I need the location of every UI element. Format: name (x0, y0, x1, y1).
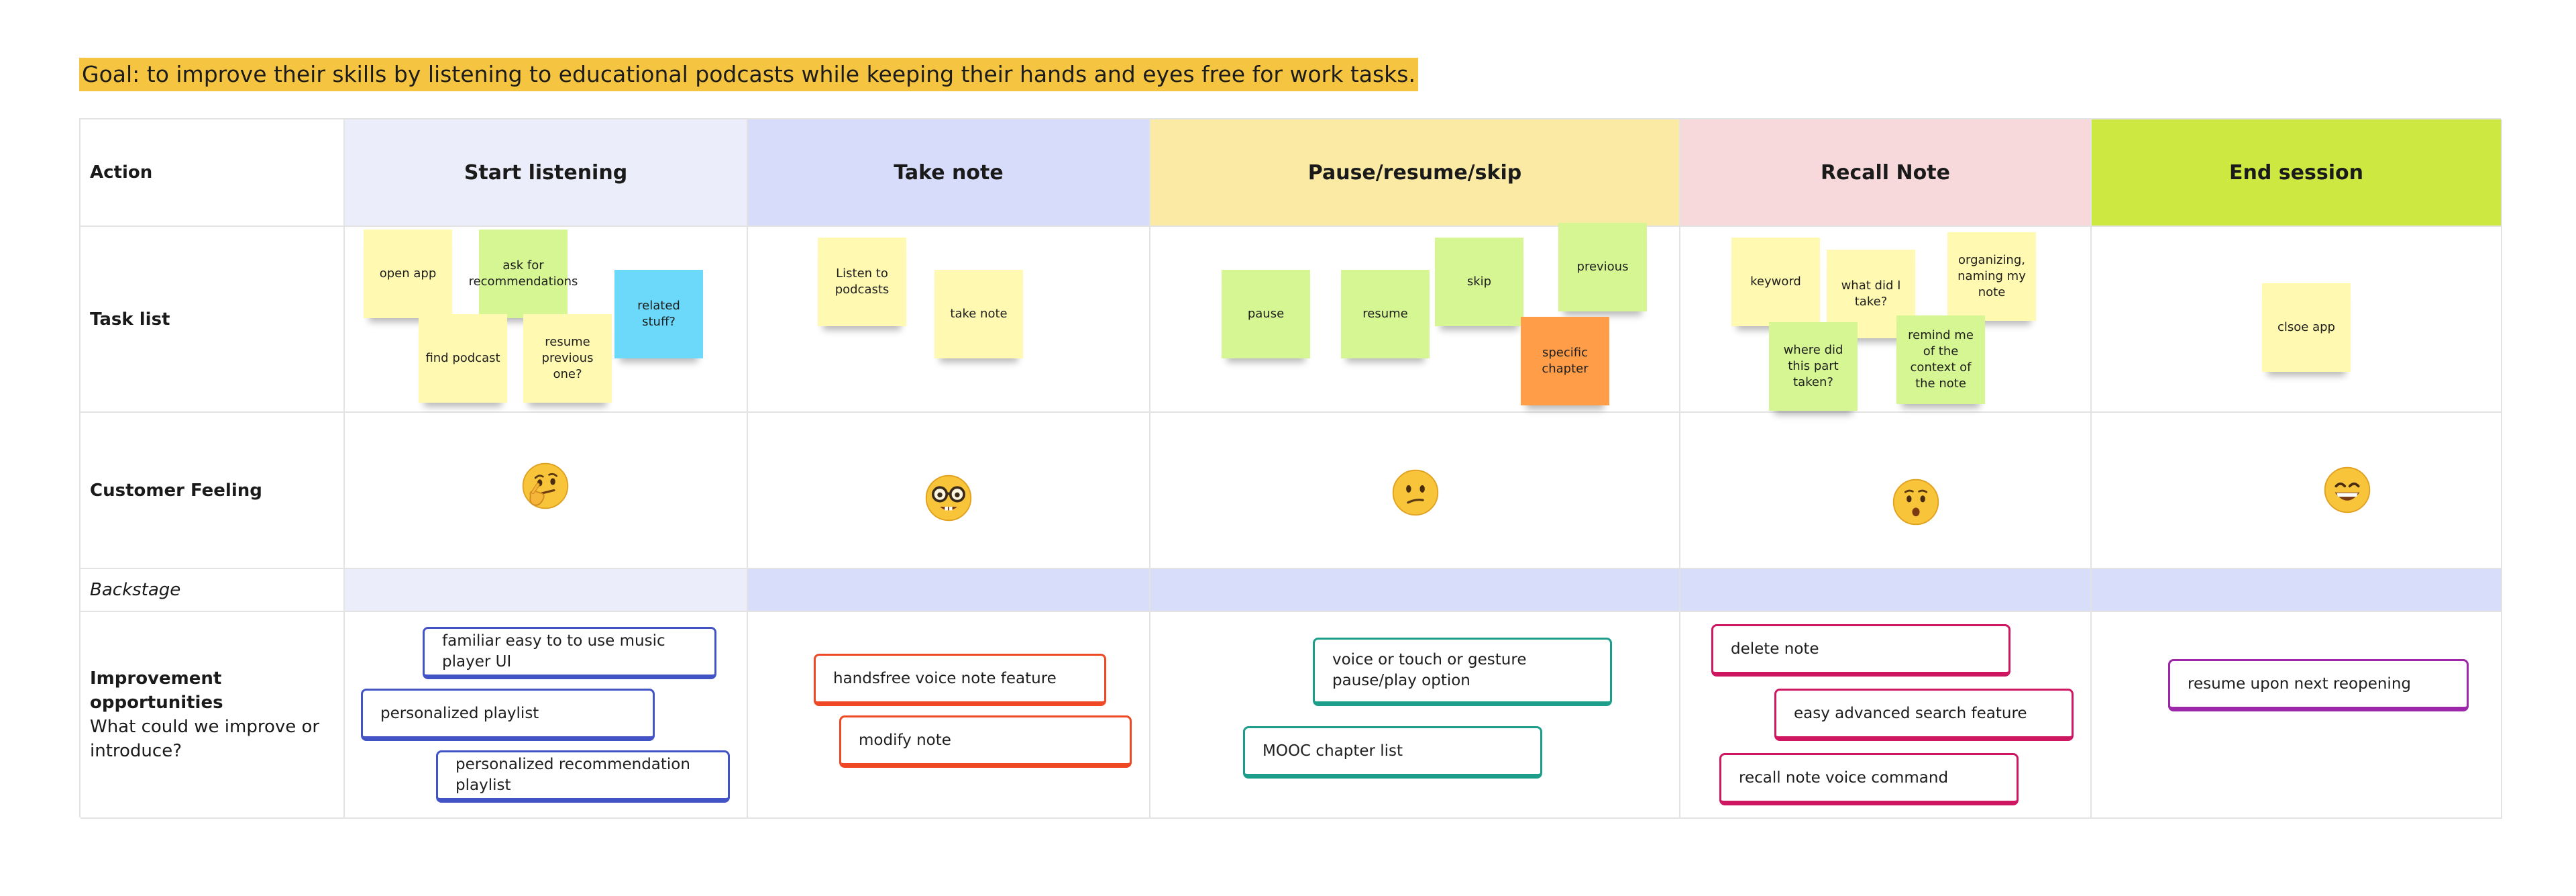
row-label-task-list: Task list (80, 227, 345, 413)
kissing-face-icon (1892, 479, 1939, 526)
sticky-note[interactable]: skip (1435, 238, 1523, 326)
sticky-note[interactable]: Listen to podcasts (818, 238, 906, 326)
tasks-start-listening: open app ask for recommendations find po… (345, 227, 748, 413)
opportunities-end-session: resume upon next reopening (2092, 612, 2502, 819)
row-label-backstage-text: Backstage (90, 580, 181, 600)
grinning-face-icon (2324, 466, 2371, 513)
confused-face-icon (1392, 469, 1439, 516)
opportunity-card[interactable]: personalized playlist (361, 689, 655, 741)
phase-pause-resume-skip[interactable]: Pause/resume/skip (1150, 119, 1680, 227)
row-label-task-list-text: Task list (90, 309, 170, 330)
sticky-note[interactable]: previous (1558, 223, 1647, 311)
sticky-note[interactable]: where did this part taken? (1769, 322, 1858, 411)
opportunity-card[interactable]: voice or touch or gesture pause/play opt… (1313, 638, 1612, 706)
sticky-note[interactable]: ask for recommendations (469, 230, 578, 318)
tasks-end-session: clsoe app (2092, 227, 2502, 413)
journey-map-grid: Action Start listening Take note Pause/r… (79, 118, 2502, 819)
backstage-end-session (2092, 569, 2502, 612)
phase-start-listening[interactable]: Start listening (345, 119, 748, 227)
row-label-action: Action (80, 119, 345, 227)
sticky-note[interactable]: remind me of the context of the note (1896, 315, 1985, 404)
sticky-note[interactable]: keyword (1731, 238, 1820, 326)
sticky-note[interactable]: take note (934, 270, 1023, 358)
feeling-take-note (748, 413, 1150, 569)
opportunities-recall-note: delete note easy advanced search feature… (1680, 612, 2092, 819)
sticky-note[interactable]: specific chapter (1521, 317, 1609, 405)
backstage-pause-resume-skip (1150, 569, 1680, 612)
sticky-note[interactable]: resume (1341, 270, 1430, 358)
backstage-recall-note (1680, 569, 2092, 612)
tasks-pause-resume-skip: pause resume skip previous specific chap… (1150, 223, 1680, 413)
feeling-recall-note (1680, 413, 2092, 569)
opportunities-pause-resume-skip: voice or touch or gesture pause/play opt… (1150, 612, 1680, 819)
backstage-start-listening (345, 569, 748, 612)
opportunity-card[interactable]: easy advanced search feature (1774, 689, 2074, 741)
phase-recall-note[interactable]: Recall Note (1680, 119, 2092, 227)
sticky-note[interactable]: resume previous one? (523, 314, 612, 403)
row-label-backstage: Backstage (80, 569, 345, 612)
sticky-note[interactable]: find podcast (419, 314, 507, 403)
opportunities-start-listening: familiar easy to to use music player UI … (345, 612, 748, 819)
sticky-note[interactable]: open app (364, 230, 452, 318)
opportunity-card[interactable]: familiar easy to to use music player UI (423, 627, 716, 679)
opportunity-card[interactable]: personalized recommendation playlist (436, 750, 730, 803)
feeling-start-listening (345, 413, 748, 569)
tasks-take-note: Listen to podcasts take note (748, 227, 1150, 413)
tasks-recall-note: keyword what did I take? organizing, nam… (1680, 227, 2092, 413)
opportunity-card[interactable]: handsfree voice note feature (814, 654, 1106, 706)
row-label-action-text: Action (90, 162, 153, 183)
row-label-feeling-text: Customer Feeling (90, 480, 262, 501)
phase-end-session[interactable]: End session (2092, 119, 2502, 227)
opportunity-card[interactable]: delete note (1711, 624, 2010, 677)
row-label-improvement-subtitle: What could we improve or introduce? (90, 717, 320, 761)
row-label-customer-feeling: Customer Feeling (80, 413, 345, 569)
sticky-note[interactable]: organizing, naming my note (1947, 232, 2036, 321)
thinking-face-icon (522, 462, 569, 509)
opportunity-card[interactable]: resume upon next reopening (2168, 659, 2469, 711)
opportunity-card[interactable]: modify note (839, 715, 1132, 768)
phase-take-note[interactable]: Take note (748, 119, 1150, 227)
sticky-note[interactable]: pause (1222, 270, 1310, 358)
nerd-face-icon (925, 475, 972, 521)
goal-statement: Goal: to improve their skills by listeni… (79, 58, 1418, 91)
opportunity-card[interactable]: MOOC chapter list (1243, 726, 1542, 779)
backstage-take-note (748, 569, 1150, 612)
feeling-pause-resume-skip (1150, 413, 1680, 569)
opportunities-take-note: handsfree voice note feature modify note (748, 612, 1150, 819)
row-label-improvement: Improvement opportunities What could we … (80, 612, 345, 819)
sticky-note[interactable]: clsoe app (2262, 283, 2351, 372)
row-label-improvement-title: Improvement opportunities (90, 668, 223, 713)
opportunity-card[interactable]: recall note voice command (1719, 753, 2019, 805)
feeling-end-session (2092, 413, 2502, 569)
sticky-note[interactable]: related stuff? (614, 270, 703, 358)
